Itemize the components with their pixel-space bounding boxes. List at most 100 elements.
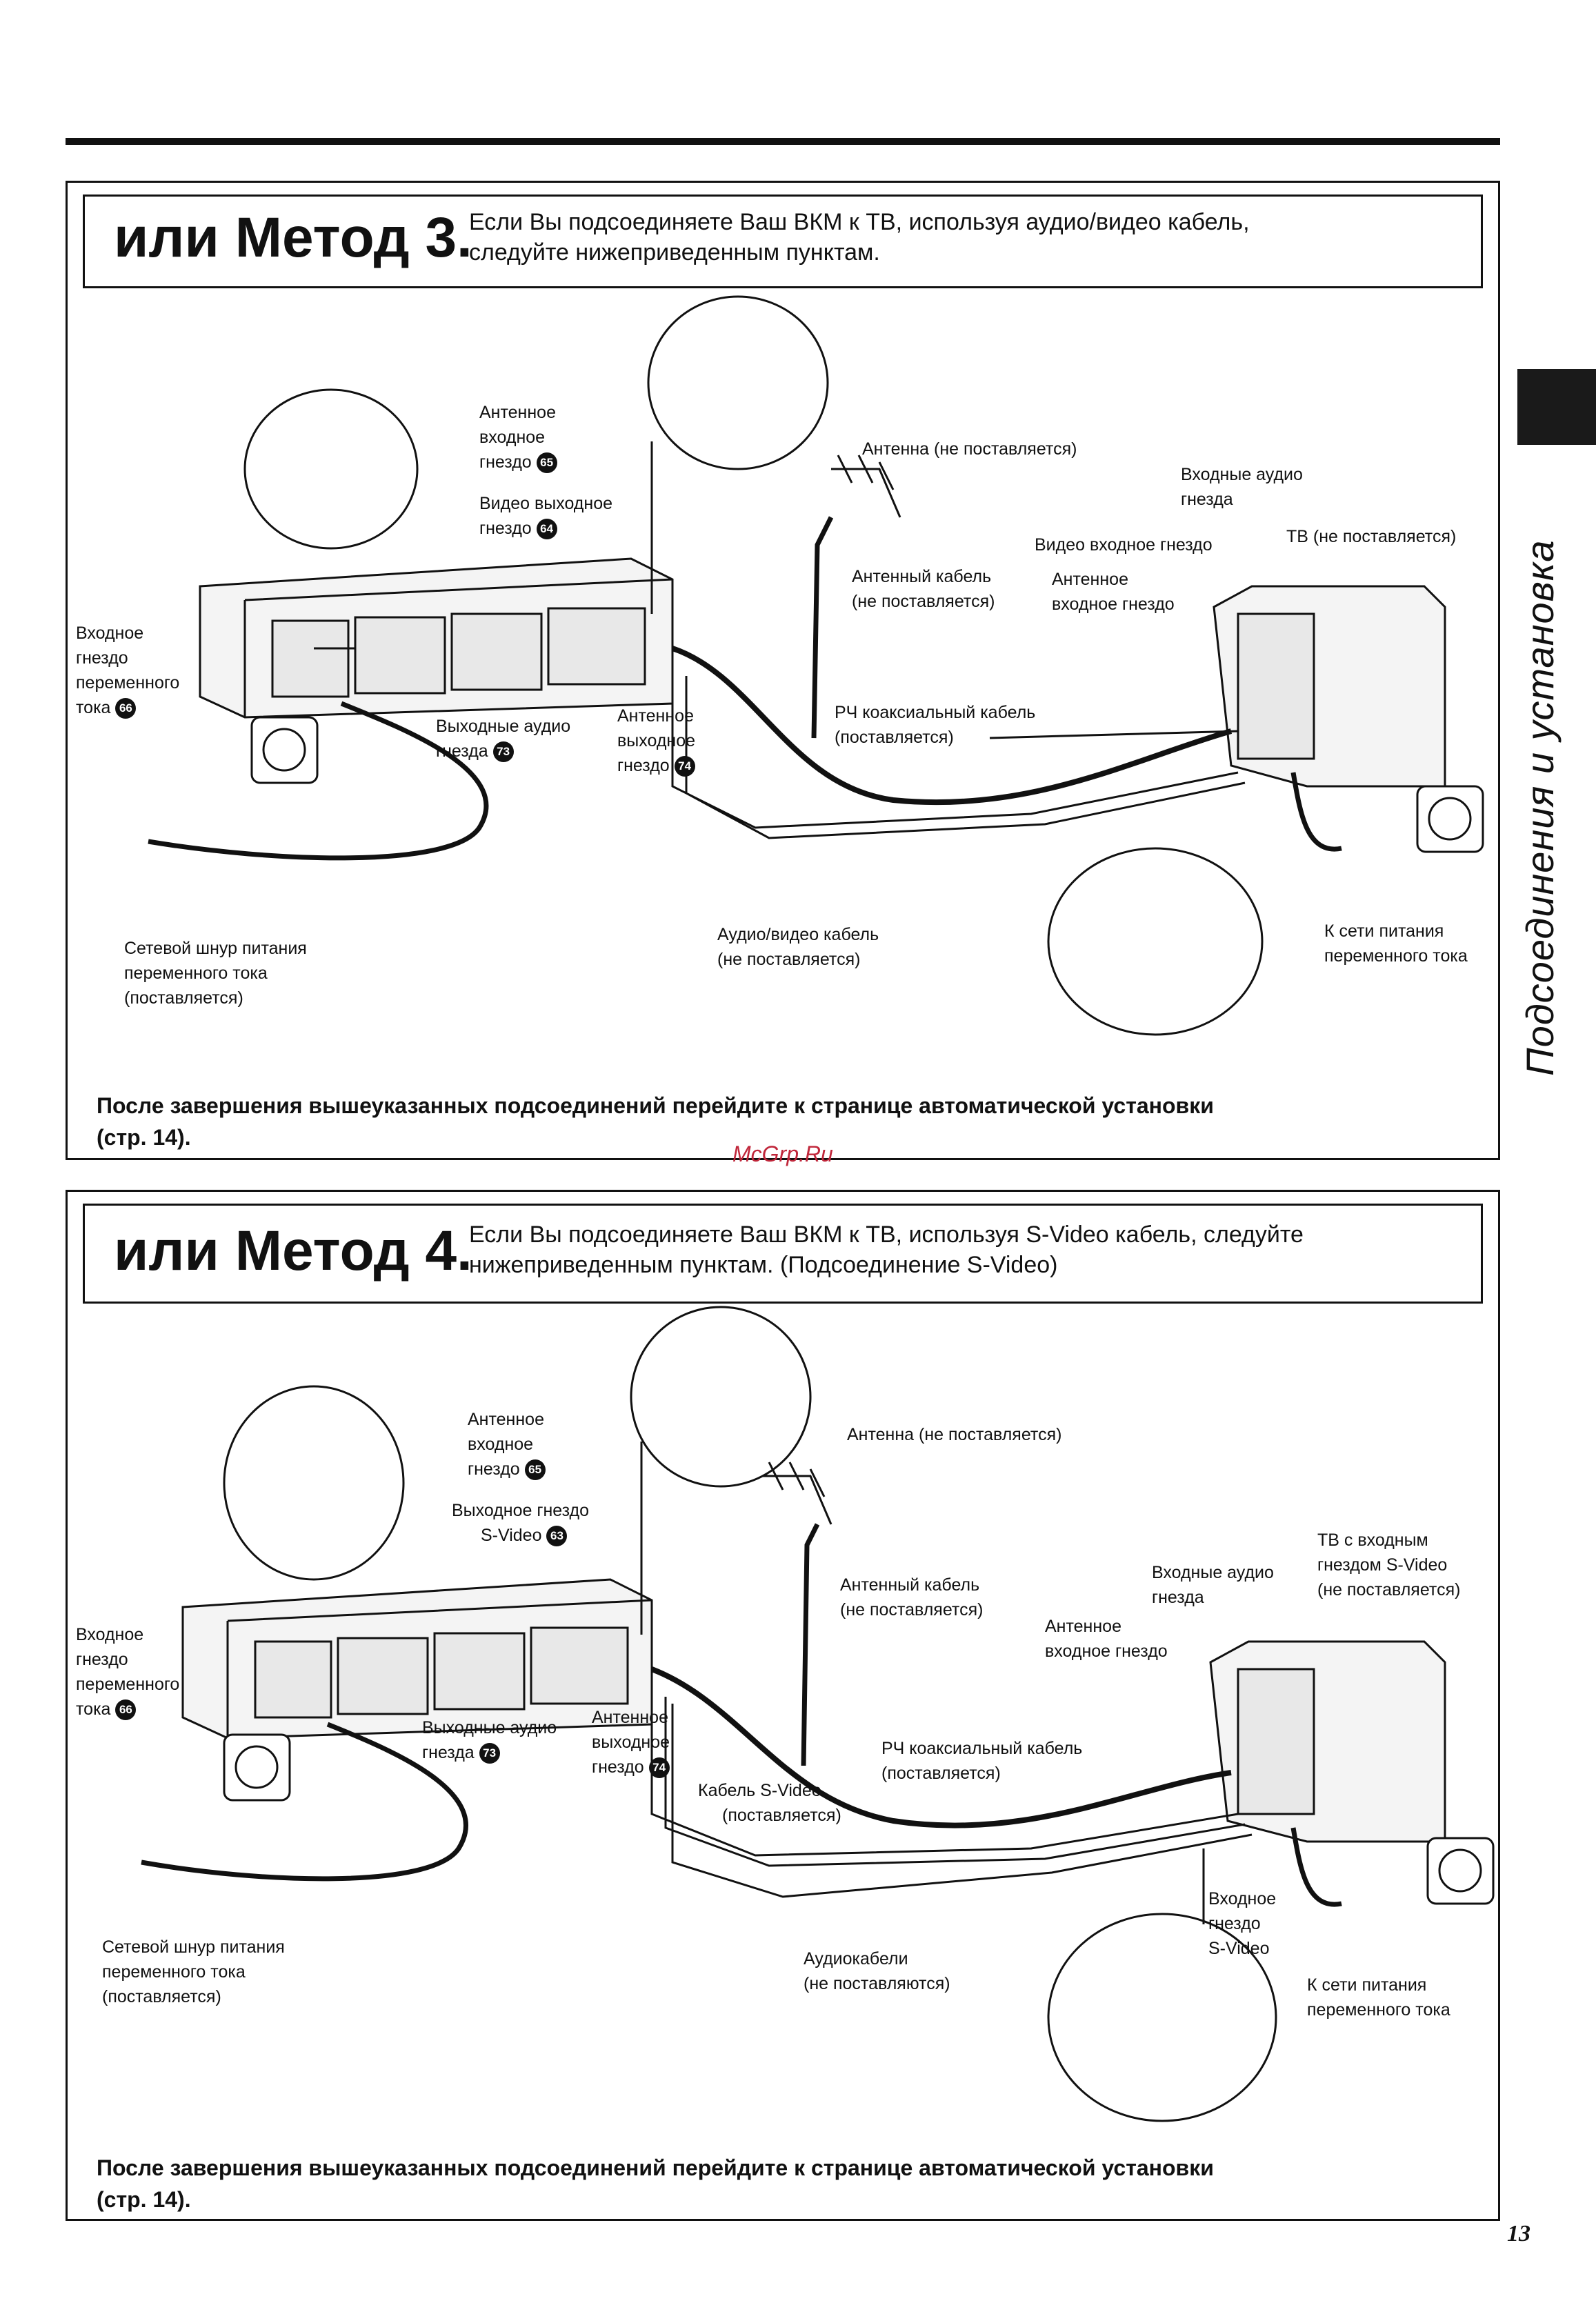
method3-header: [83, 195, 1483, 288]
m4-svideo-out-number-badge: 63: [546, 1526, 568, 1547]
m3-ac-in-line4: тока 66: [76, 695, 179, 720]
m4-svideo-out-line2: S-Video 63: [452, 1523, 589, 1548]
m3-label-antenna: Антенна (не поставляется): [862, 439, 1077, 459]
page-number: 13: [1507, 2221, 1530, 2246]
m4-audio-out-line1: Выходные аудио: [422, 1718, 557, 1737]
m3-mains-line1: К сети питания: [1324, 921, 1444, 941]
m3-audio-out-line1: Выходные аудио: [436, 717, 571, 736]
watermark: McGrp.Ru: [732, 1141, 833, 1166]
m4-antenna-out-line2: выходное: [592, 1733, 670, 1752]
m4-mains-line1: К сети питания: [1307, 1975, 1427, 1995]
m4-label-svideo-in: Входное гнездо S-Video: [1208, 1886, 1276, 1961]
m4-antenna-out-line1: Антенное: [592, 1708, 668, 1727]
m4-label-audio-out: Выходные аудио гнезда 73: [422, 1715, 557, 1765]
method3-footer-line2: (стр. 14).: [97, 1125, 191, 1150]
m3-av-cable-line2: (не поставляется): [717, 950, 861, 969]
m4-audio-out-number-badge: 73: [479, 1743, 500, 1764]
m4-power-cord-line2: переменного тока: [102, 1962, 246, 1982]
m4-antenna-out-line3-text: гнездо: [592, 1757, 644, 1777]
m3-antenna-in-number-badge: 65: [536, 452, 557, 474]
method3-footer-line1: После завершения вышеуказанных подсоедин…: [97, 1093, 1214, 1118]
m4-label-antenna-out: Антенное выходное гнездо 74: [592, 1705, 670, 1779]
m4-antenna-cable-line1: Антенный кабель: [840, 1575, 980, 1595]
m4-ac-in-line1: Входное: [76, 1625, 144, 1644]
m3-power-cord-line1: Сетевой шнур питания: [124, 939, 307, 958]
m3-power-cord-line2: переменного тока: [124, 964, 268, 983]
m4-antenna-in-number-badge: 65: [524, 1459, 546, 1481]
m4-svideo-in-line2: гнездо: [1208, 1914, 1261, 1933]
m3-tv-antenna-in-line2: входное гнездо: [1052, 595, 1175, 614]
m3-label-audio-out: Выходные аудио гнезда 73: [436, 714, 570, 764]
m4-svideo-cable-line2: (поставляется): [722, 1806, 841, 1825]
m4-label-antenna-in: Антенное входное гнездо 65: [468, 1407, 546, 1482]
m3-label-antenna-out: Антенное выходное гнездо 74: [617, 704, 695, 778]
m4-tv-line3: (не поставляется): [1317, 1580, 1461, 1599]
method3-wiring-diagram: [148, 295, 1484, 1036]
m3-antenna-out-line3: гнездо 74: [617, 753, 695, 778]
m4-audio-out-line2: гнезда 73: [422, 1740, 557, 1765]
m4-label-antenna-cable: Антенный кабель (не поставляется): [840, 1573, 983, 1622]
m3-antenna-in-line3-text: гнездо: [479, 452, 532, 472]
m4-antenna-in-line3-text: гнездо: [468, 1459, 520, 1479]
m3-label-ac-in: Входное гнездо переменного тока 66: [76, 621, 179, 720]
m4-label-ac-in: Входное гнездо переменного тока 66: [76, 1622, 179, 1722]
m3-label-tv-antenna-in: Антенное входное гнездо: [1052, 567, 1175, 617]
m3-antenna-cable-line1: Антенный кабель: [852, 567, 992, 586]
m3-av-cable-line1: Аудио/видео кабель: [717, 925, 879, 944]
section-tab: [1517, 369, 1596, 445]
method3-intro-line2: следуйте нижеприведенным пунктам.: [469, 239, 880, 266]
section-side-title: Подсоединения и установка: [1510, 455, 1566, 1076]
m3-antenna-out-line3-text: гнездо: [617, 756, 670, 775]
m3-video-out-number-badge: 64: [536, 519, 557, 540]
m3-audio-in-line1: Входные аудио: [1181, 465, 1303, 484]
m3-antenna-in-line2: входное: [479, 428, 546, 447]
m4-antenna-in-line2: входное: [468, 1435, 534, 1454]
top-rule: [66, 138, 1500, 145]
m4-audio-cables-line1: Аудиокабели: [804, 1949, 908, 1968]
m4-ac-in-line4: тока 66: [76, 1697, 179, 1722]
m4-mains-line2: переменного тока: [1307, 2000, 1450, 2020]
section-side-title-text: Подсоединения и установка: [1518, 539, 1562, 1076]
m4-antenna-in-line1: Антенное: [468, 1410, 544, 1429]
m4-tv-line2: гнездом S-Video: [1317, 1555, 1448, 1575]
m4-svideo-in-line1: Входное: [1208, 1889, 1277, 1908]
m4-label-rf-cable: РЧ коаксиальный кабель (поставляется): [881, 1736, 1082, 1786]
m4-tv-line1: ТВ с входным: [1317, 1531, 1428, 1550]
m3-ac-in-line1: Входное: [76, 624, 144, 643]
method4-intro-line1: Если Вы подсоединяете Ваш ВКМ к ТВ, испо…: [469, 1222, 1304, 1248]
m3-label-tv: ТВ (не поставляется): [1286, 527, 1457, 546]
m4-tv-antenna-in-line2: входное гнездо: [1045, 1642, 1168, 1661]
m3-label-av-cable: Аудио/видео кабель (не поставляется): [717, 922, 879, 972]
m3-label-audio-in: Входные аудио гнезда: [1181, 462, 1303, 512]
m3-antenna-in-line3: гнездо 65: [479, 450, 557, 475]
m3-power-cord-line3: (поставляется): [124, 988, 243, 1008]
m4-antenna-cable-line2: (не поставляется): [840, 1600, 984, 1619]
m4-power-cord-line1: Сетевой шнур питания: [102, 1937, 285, 1957]
m3-antenna-in-line1: Антенное: [479, 403, 556, 422]
method3-intro-line1: Если Вы подсоединяете Ваш ВКМ к ТВ, испо…: [469, 209, 1250, 235]
m3-antenna-out-number-badge: 74: [674, 756, 695, 777]
method4-footer: После завершения вышеуказанных подсоедин…: [97, 2152, 1214, 2215]
m3-label-antenna-in: Антенное входное гнездо 65: [479, 400, 557, 475]
m3-rf-cable-line2: (поставляется): [835, 728, 954, 747]
m3-ac-in-line2: гнездо: [76, 648, 128, 668]
m3-audio-out-number-badge: 73: [492, 741, 514, 763]
method4-header: [83, 1204, 1483, 1304]
m3-audio-out-line2-text: гнезда: [436, 741, 488, 761]
m4-antenna-out-line3: гнездо 74: [592, 1755, 670, 1779]
m3-ac-in-line4-text: тока: [76, 698, 111, 717]
m4-svideo-out-line2-text: S-Video: [481, 1526, 542, 1545]
m4-label-mains: К сети питания переменного тока: [1307, 1973, 1450, 2022]
m4-label-power-cord: Сетевой шнур питания переменного тока (п…: [102, 1935, 285, 2009]
m4-rf-cable-line1: РЧ коаксиальный кабель: [881, 1739, 1083, 1758]
m4-audio-in-line2: гнезда: [1152, 1588, 1204, 1607]
m3-antenna-out-line1: Антенное: [617, 706, 694, 726]
method4-title: или Метод 4.: [114, 1219, 472, 1282]
m3-label-rf-cable: РЧ коаксиальный кабель (поставляется): [835, 700, 1035, 750]
m4-ac-in-line3: переменного: [76, 1675, 180, 1694]
m4-antenna-out-number-badge: 74: [648, 1757, 670, 1779]
m4-tv-antenna-in-line1: Антенное: [1045, 1617, 1121, 1636]
m4-label-audio-cables: Аудиокабели (не поставляются): [804, 1946, 950, 1996]
m3-video-out-line1: Видео выходное: [479, 494, 613, 513]
m3-audio-in-line2: гнезда: [1181, 490, 1233, 509]
